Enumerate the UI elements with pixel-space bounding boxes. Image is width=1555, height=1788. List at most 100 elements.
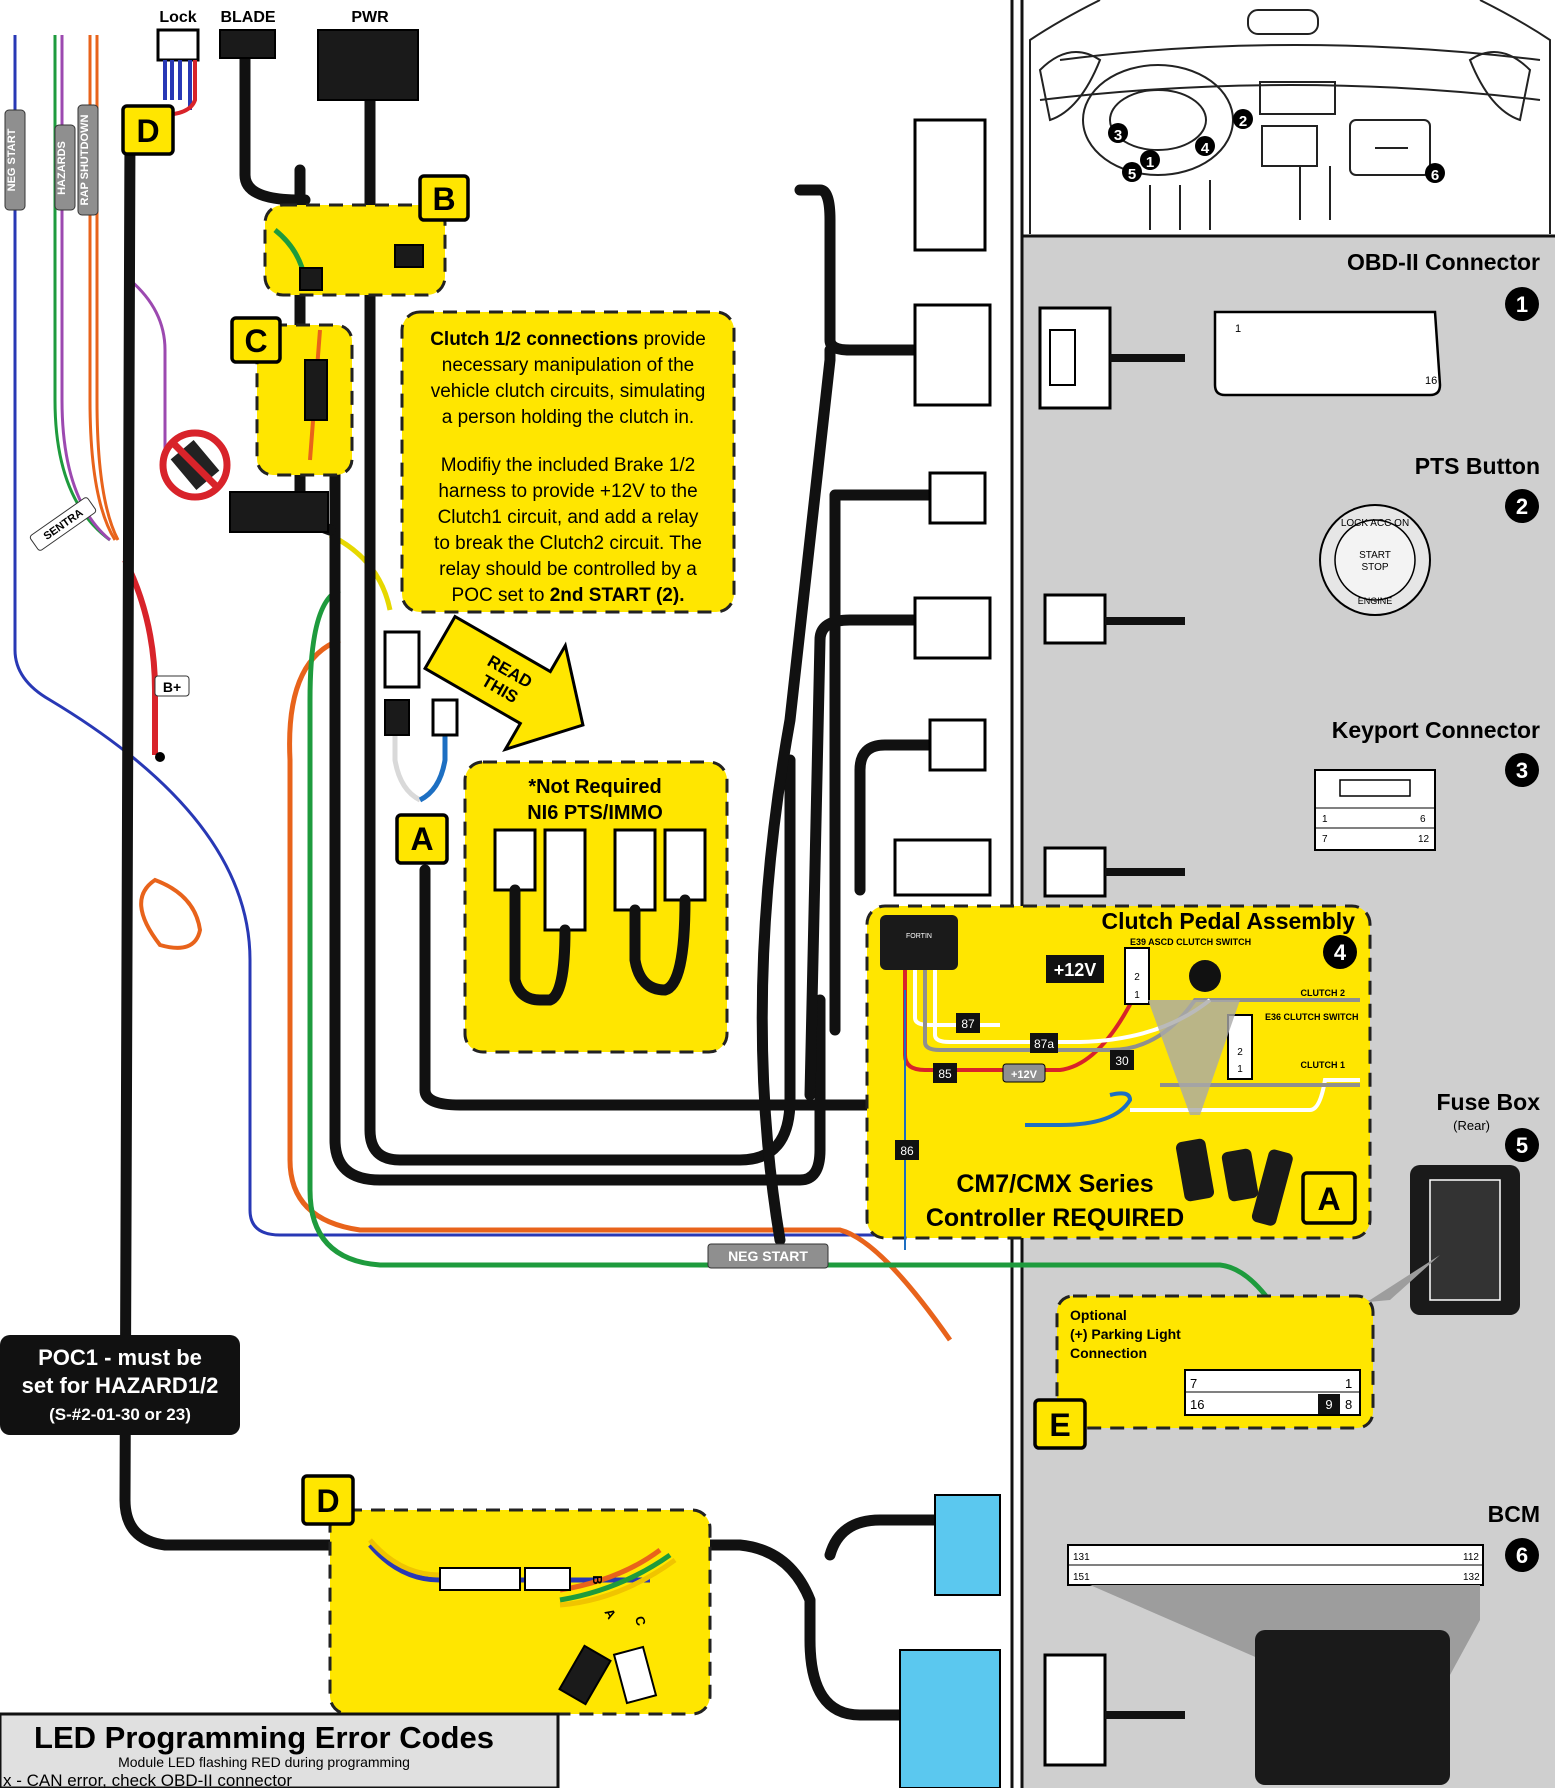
svg-text:necessary manipulation of the: necessary manipulation of the xyxy=(442,355,694,376)
svg-text:D: D xyxy=(316,1483,339,1519)
controller-line1: CM7/CMX Series xyxy=(956,1170,1153,1198)
keyport-pin-7: 7 xyxy=(1322,834,1328,845)
svg-text:Modifiy the included Brake 1/2: Modifiy the included Brake 1/2 xyxy=(441,455,696,476)
fusebox-illustration xyxy=(1280,1165,1520,1315)
bcm-pin-131: 131 xyxy=(1073,1552,1090,1563)
keyport-side-connector xyxy=(1043,593,1185,645)
led-panel-first-row: x - CAN error, check OBD-II connector xyxy=(3,1771,292,1788)
wire-tag-rap-shutdown: RAP SHUTDOWN xyxy=(77,104,99,216)
svg-text:+12V: +12V xyxy=(1054,960,1097,980)
not-required-connectors xyxy=(493,828,707,1006)
blue-wire-plug xyxy=(431,698,459,737)
poc-note: POC1 - must be set for HAZARD1/2 (S-#2-0… xyxy=(0,1335,240,1435)
svg-text:BLADE: BLADE xyxy=(220,9,275,26)
svg-text:7: 7 xyxy=(1190,1376,1197,1391)
svg-text:1: 1 xyxy=(1134,990,1140,1001)
zone-d-top-label: D xyxy=(121,104,175,156)
fusebox-number: 5 xyxy=(1516,1133,1528,1158)
pts-start-label: START xyxy=(1359,550,1391,561)
obd-connector: 1 16 xyxy=(1038,306,1442,410)
pts-stop-label: STOP xyxy=(1361,562,1388,573)
parking-light-connector: 7 1 16 9 8 xyxy=(1184,1369,1361,1416)
led-error-panel: LED Programming Error Codes Module LED f… xyxy=(0,1712,560,1788)
zone-c-label: C xyxy=(230,316,282,364)
keyport-side-connector-2 xyxy=(1043,846,1185,898)
not-required-line1: *Not Required xyxy=(528,776,661,798)
controller-line2: Controller REQUIRED xyxy=(926,1204,1184,1232)
svg-text:Lock: Lock xyxy=(159,9,196,26)
dash-marker-2: 2 xyxy=(1239,113,1247,130)
svg-text:NEG START: NEG START xyxy=(728,1248,808,1264)
keyport-pin-1: 1 xyxy=(1322,814,1328,825)
dash-marker-6: 6 xyxy=(1431,167,1439,184)
svg-text:Clutch1 circuit, and add a rel: Clutch1 circuit, and add a relay xyxy=(438,507,699,528)
svg-text:HAZARDS: HAZARDS xyxy=(56,141,68,195)
led-panel-title: LED Programming Error Codes xyxy=(34,1720,494,1755)
svg-text:POC1 - must be: POC1 - must be xyxy=(38,1345,202,1370)
svg-text:harness to provide +12V to the: harness to provide +12V to the xyxy=(438,481,697,502)
pts-number: 2 xyxy=(1516,494,1528,519)
bcm-pin-132: 132 xyxy=(1463,1572,1480,1583)
obd-number: 1 xyxy=(1516,292,1528,317)
bcm-pin-151: 151 xyxy=(1073,1572,1090,1583)
plus12v-badge: +12V xyxy=(1046,955,1104,983)
keyport-title: Keyport Connector xyxy=(1332,717,1540,743)
relay-pin-87: 87 xyxy=(956,1013,980,1033)
yellow-wire-plug xyxy=(383,630,421,689)
parking-light-line1: Optional xyxy=(1070,1307,1127,1323)
svg-text:8: 8 xyxy=(1345,1397,1352,1412)
pts-engine-label: ENGINE xyxy=(1358,596,1393,606)
relay-pin-85: 85 xyxy=(933,1063,957,1083)
pedal-illustration xyxy=(1148,960,1293,1226)
loom-letter-c: C xyxy=(632,1614,649,1628)
wire-loop xyxy=(139,877,203,950)
bcm-connector: 131 112 151 132 xyxy=(1067,1544,1484,1785)
e36-label: E36 CLUTCH SWITCH xyxy=(1265,1012,1359,1022)
zone-d-bottom-label: D xyxy=(301,1474,355,1526)
svg-text:a person holding the clutch in: a person holding the clutch in. xyxy=(442,407,694,428)
svg-text:relay should be controlled by: relay should be controlled by a xyxy=(439,559,697,580)
svg-text:POC set to 2nd START (2).: POC set to 2nd START (2). xyxy=(452,585,685,606)
e39-switch: 2 1 xyxy=(1124,947,1150,1005)
svg-text:B: B xyxy=(432,181,455,217)
keyport-connector: 1 6 7 12 xyxy=(1314,769,1436,851)
wire-tag-neg-start: NEG START xyxy=(4,109,26,211)
svg-text:87a: 87a xyxy=(1034,1037,1054,1051)
read-this-arrow: READ THIS xyxy=(422,614,585,753)
fusebox-subtitle: (Rear) xyxy=(1453,1118,1490,1133)
svg-text:Clutch 1/2 connections provide: Clutch 1/2 connections provide xyxy=(430,329,706,350)
clutch-note-box xyxy=(400,310,736,614)
svg-text:85: 85 xyxy=(938,1067,952,1081)
dash-marker-5: 5 xyxy=(1128,166,1136,183)
led-panel-subtitle: Module LED flashing RED during programmi… xyxy=(118,1754,410,1770)
svg-text:set for HAZARD1/2: set for HAZARD1/2 xyxy=(22,1373,219,1398)
clutch-assembly-badge: A xyxy=(1301,1171,1357,1225)
keyport-pin-12: 12 xyxy=(1418,834,1430,845)
clutch2-label: CLUTCH 2 xyxy=(1301,988,1346,998)
svg-text:+12V: +12V xyxy=(1011,1069,1038,1081)
e36-switch: 2 1 xyxy=(1227,1014,1253,1080)
svg-text:1: 1 xyxy=(1237,1064,1243,1075)
clutch-note: Clutch 1/2 connections provide necessary… xyxy=(430,329,706,606)
zone-d-wiring xyxy=(368,1538,677,1706)
svg-text:30: 30 xyxy=(1115,1054,1129,1068)
svg-text:A: A xyxy=(1317,1181,1340,1217)
pwr-connector: PWR xyxy=(317,9,419,101)
svg-text:D: D xyxy=(136,113,159,149)
wire-tag-b-plus: B+ xyxy=(154,675,190,697)
bcm-side-connector xyxy=(1043,1653,1185,1767)
pts-title: PTS Button xyxy=(1415,453,1540,479)
zone-b-label: B xyxy=(418,174,470,222)
svg-text:(S-#2-01-30 or 23): (S-#2-01-30 or 23) xyxy=(49,1405,191,1424)
pts-top-label: LOCK ACC ON xyxy=(1341,518,1409,529)
connector-stack xyxy=(893,118,1001,1788)
loom-letter-b: B xyxy=(590,1575,605,1584)
obd-pin-last: 16 xyxy=(1425,375,1437,387)
wire-tag-sentra: SENTRA xyxy=(29,497,97,551)
parking-light-line3: Connection xyxy=(1070,1345,1147,1361)
relay-pin-86: 86 xyxy=(895,1140,919,1160)
dash-markers: 3 1 2 4 5 6 xyxy=(1108,109,1445,184)
zone-e-label: E xyxy=(1033,1398,1087,1450)
clutch-assembly-number: 4 xyxy=(1334,940,1347,965)
